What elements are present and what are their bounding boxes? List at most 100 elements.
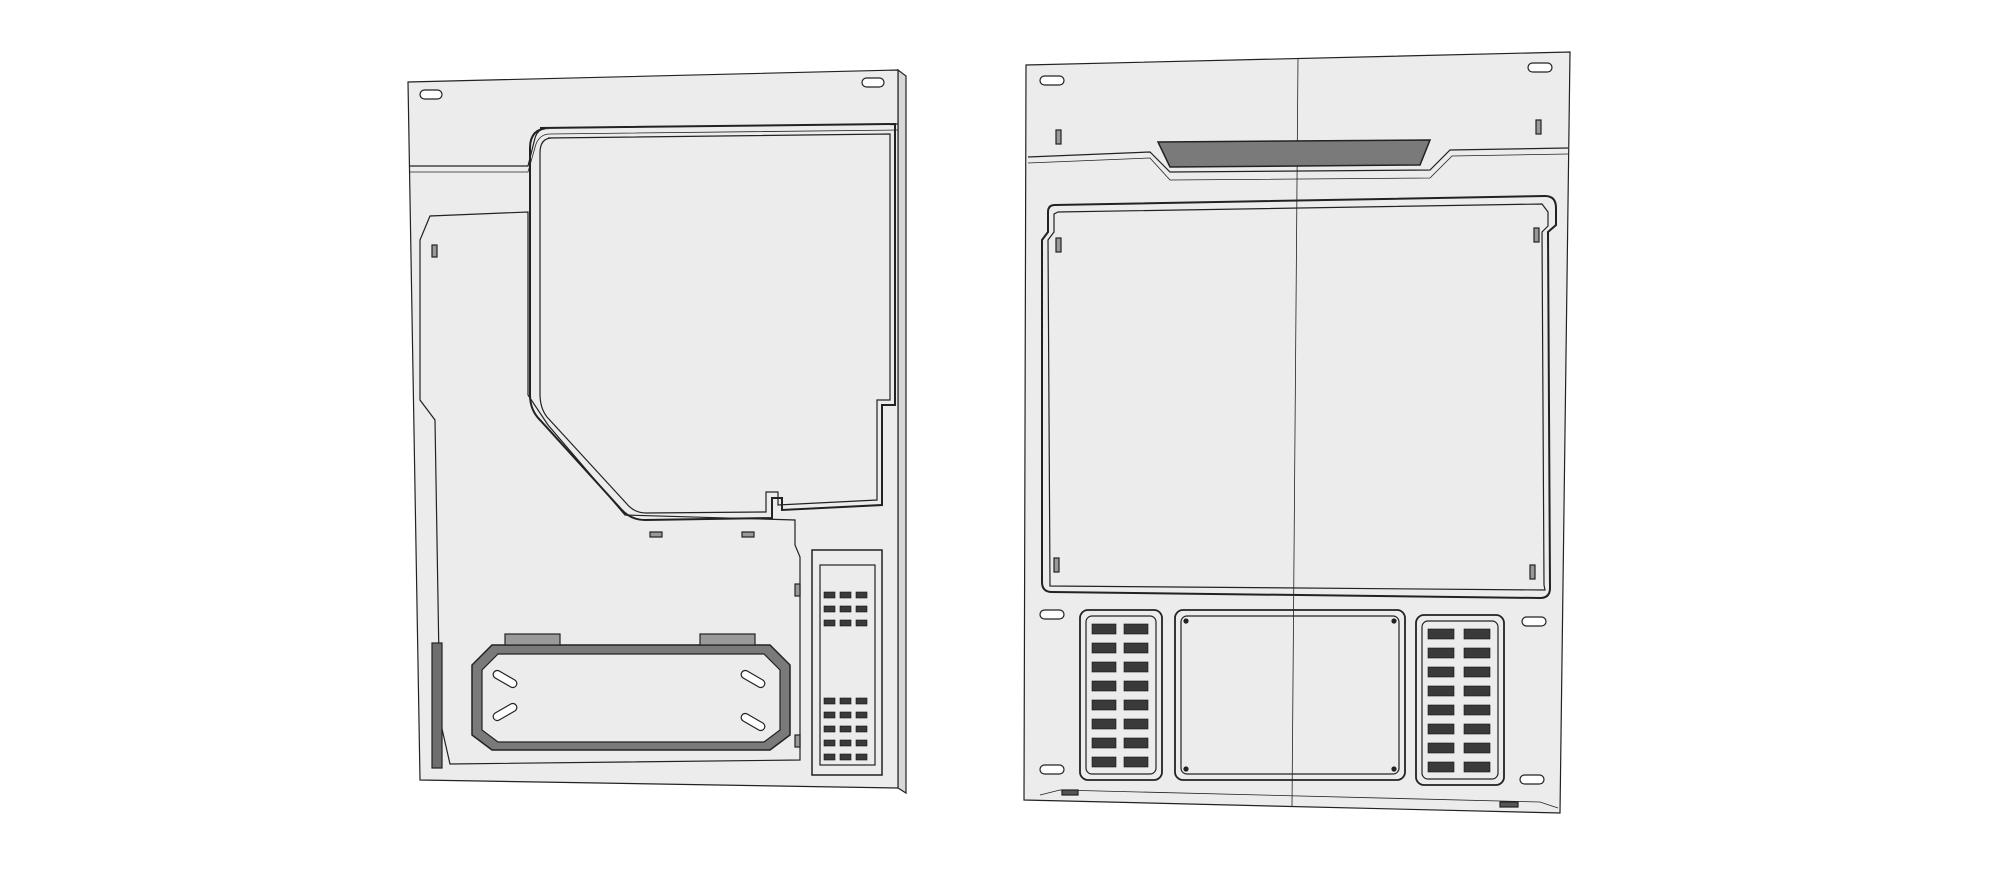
right-bottom-edge (1039, 789, 1559, 809)
vent-slot (823, 605, 836, 613)
left-panel-side (897, 68, 907, 795)
vent-slot (1091, 737, 1117, 749)
vent-slot (1463, 647, 1491, 659)
vent-slot (1427, 628, 1455, 640)
left-octagon-slot-3 (492, 702, 518, 722)
right-bottom-notch-1 (1061, 789, 1079, 796)
left-octagon-slot-2 (740, 669, 766, 689)
left-inner-border (419, 211, 801, 765)
right-bottom-plate (1174, 609, 1406, 781)
vent-slot (1463, 685, 1491, 697)
vent-slot (839, 619, 852, 627)
vent-slot (839, 753, 852, 761)
vent-slot (839, 725, 852, 733)
right-plate-screw-4 (1391, 766, 1397, 772)
left-clip-2 (649, 531, 663, 538)
vent-slot (1123, 661, 1149, 673)
vent-slot (1463, 628, 1491, 640)
vent-slot (1091, 623, 1117, 635)
vent-slot (1427, 723, 1455, 735)
right-vent-frame-right (1415, 614, 1505, 786)
vent-slot (823, 739, 836, 747)
left-clip-3 (741, 531, 755, 538)
vent-slot (1123, 737, 1149, 749)
right-plate-screw-2 (1391, 618, 1397, 624)
vent-slot (1463, 666, 1491, 678)
vent-slot (1123, 699, 1149, 711)
right-mount-slot-mr (1521, 616, 1547, 627)
left-mount-slot-tl (419, 89, 443, 100)
vent-slot (855, 619, 868, 627)
left-clip-5 (794, 734, 801, 748)
right-plate-screw-3 (1183, 766, 1189, 772)
vent-slot (1123, 756, 1149, 768)
left-clip-1 (431, 244, 438, 258)
vent-slot (1123, 642, 1149, 654)
vent-slot (855, 739, 868, 747)
vent-slot (839, 591, 852, 599)
vent-slot (1463, 742, 1491, 754)
left-mount-slot-tr (861, 77, 885, 88)
right-mount-slot-ml (1039, 609, 1065, 620)
right-top-band (1027, 147, 1569, 173)
vent-slot (1091, 718, 1117, 730)
right-vent-bank-right (1427, 628, 1491, 773)
vent-slot (1091, 642, 1117, 654)
right-clip-5 (1053, 557, 1060, 573)
left-vent-bank (823, 591, 868, 761)
right-clip-1 (1055, 129, 1062, 145)
left-clip-4 (794, 583, 801, 597)
vent-slot (1427, 666, 1455, 678)
vent-slot (839, 605, 852, 613)
vent-slot (1123, 680, 1149, 692)
right-mount-slot-tr (1527, 62, 1553, 73)
left-octagon-tab-2 (699, 633, 756, 646)
vent-slot (823, 697, 836, 705)
vent-slot (839, 711, 852, 719)
vent-slot (1123, 718, 1149, 730)
left-vent-frame (811, 549, 883, 776)
right-mount-slot-tl (1039, 75, 1065, 86)
vent-slot (855, 753, 868, 761)
vent-slot (855, 605, 868, 613)
vent-slot (839, 697, 852, 705)
left-octagon-slot-1 (492, 669, 518, 689)
vent-slot (823, 753, 836, 761)
right-vent-bank-left (1091, 623, 1149, 768)
vent-slot (1427, 742, 1455, 754)
vent-slot (823, 711, 836, 719)
left-large-window-outer (529, 122, 896, 522)
vent-slot (1427, 704, 1455, 716)
vent-slot (1091, 699, 1117, 711)
left-octagon-tab-1 (504, 633, 561, 646)
right-vent-frame-left (1079, 609, 1163, 781)
vent-slot (1123, 623, 1149, 635)
right-large-window (1041, 194, 1557, 600)
vent-slot (855, 725, 868, 733)
vent-slot (823, 591, 836, 599)
right-top-handle (1156, 139, 1432, 168)
vent-slot (1427, 647, 1455, 659)
vent-slot (1463, 704, 1491, 716)
vent-slot (855, 711, 868, 719)
right-plate-screw-1 (1183, 618, 1189, 624)
left-panel (407, 68, 907, 795)
vent-slot (1463, 723, 1491, 735)
right-clip-2 (1535, 119, 1542, 135)
vent-slot (823, 725, 836, 733)
vent-slot (1427, 761, 1455, 773)
vent-slot (855, 591, 868, 599)
vent-slot (839, 739, 852, 747)
right-center-seam (1291, 57, 1299, 807)
right-mount-slot-br (1519, 774, 1545, 785)
vent-slot (1091, 680, 1117, 692)
right-clip-4 (1533, 227, 1540, 243)
left-dark-strip (431, 642, 443, 769)
right-panel (1023, 51, 1571, 814)
vent-slot (1091, 661, 1117, 673)
vent-slot (1463, 761, 1491, 773)
right-panel-face (1023, 51, 1571, 814)
right-clip-3 (1055, 237, 1062, 253)
vent-slot (855, 697, 868, 705)
